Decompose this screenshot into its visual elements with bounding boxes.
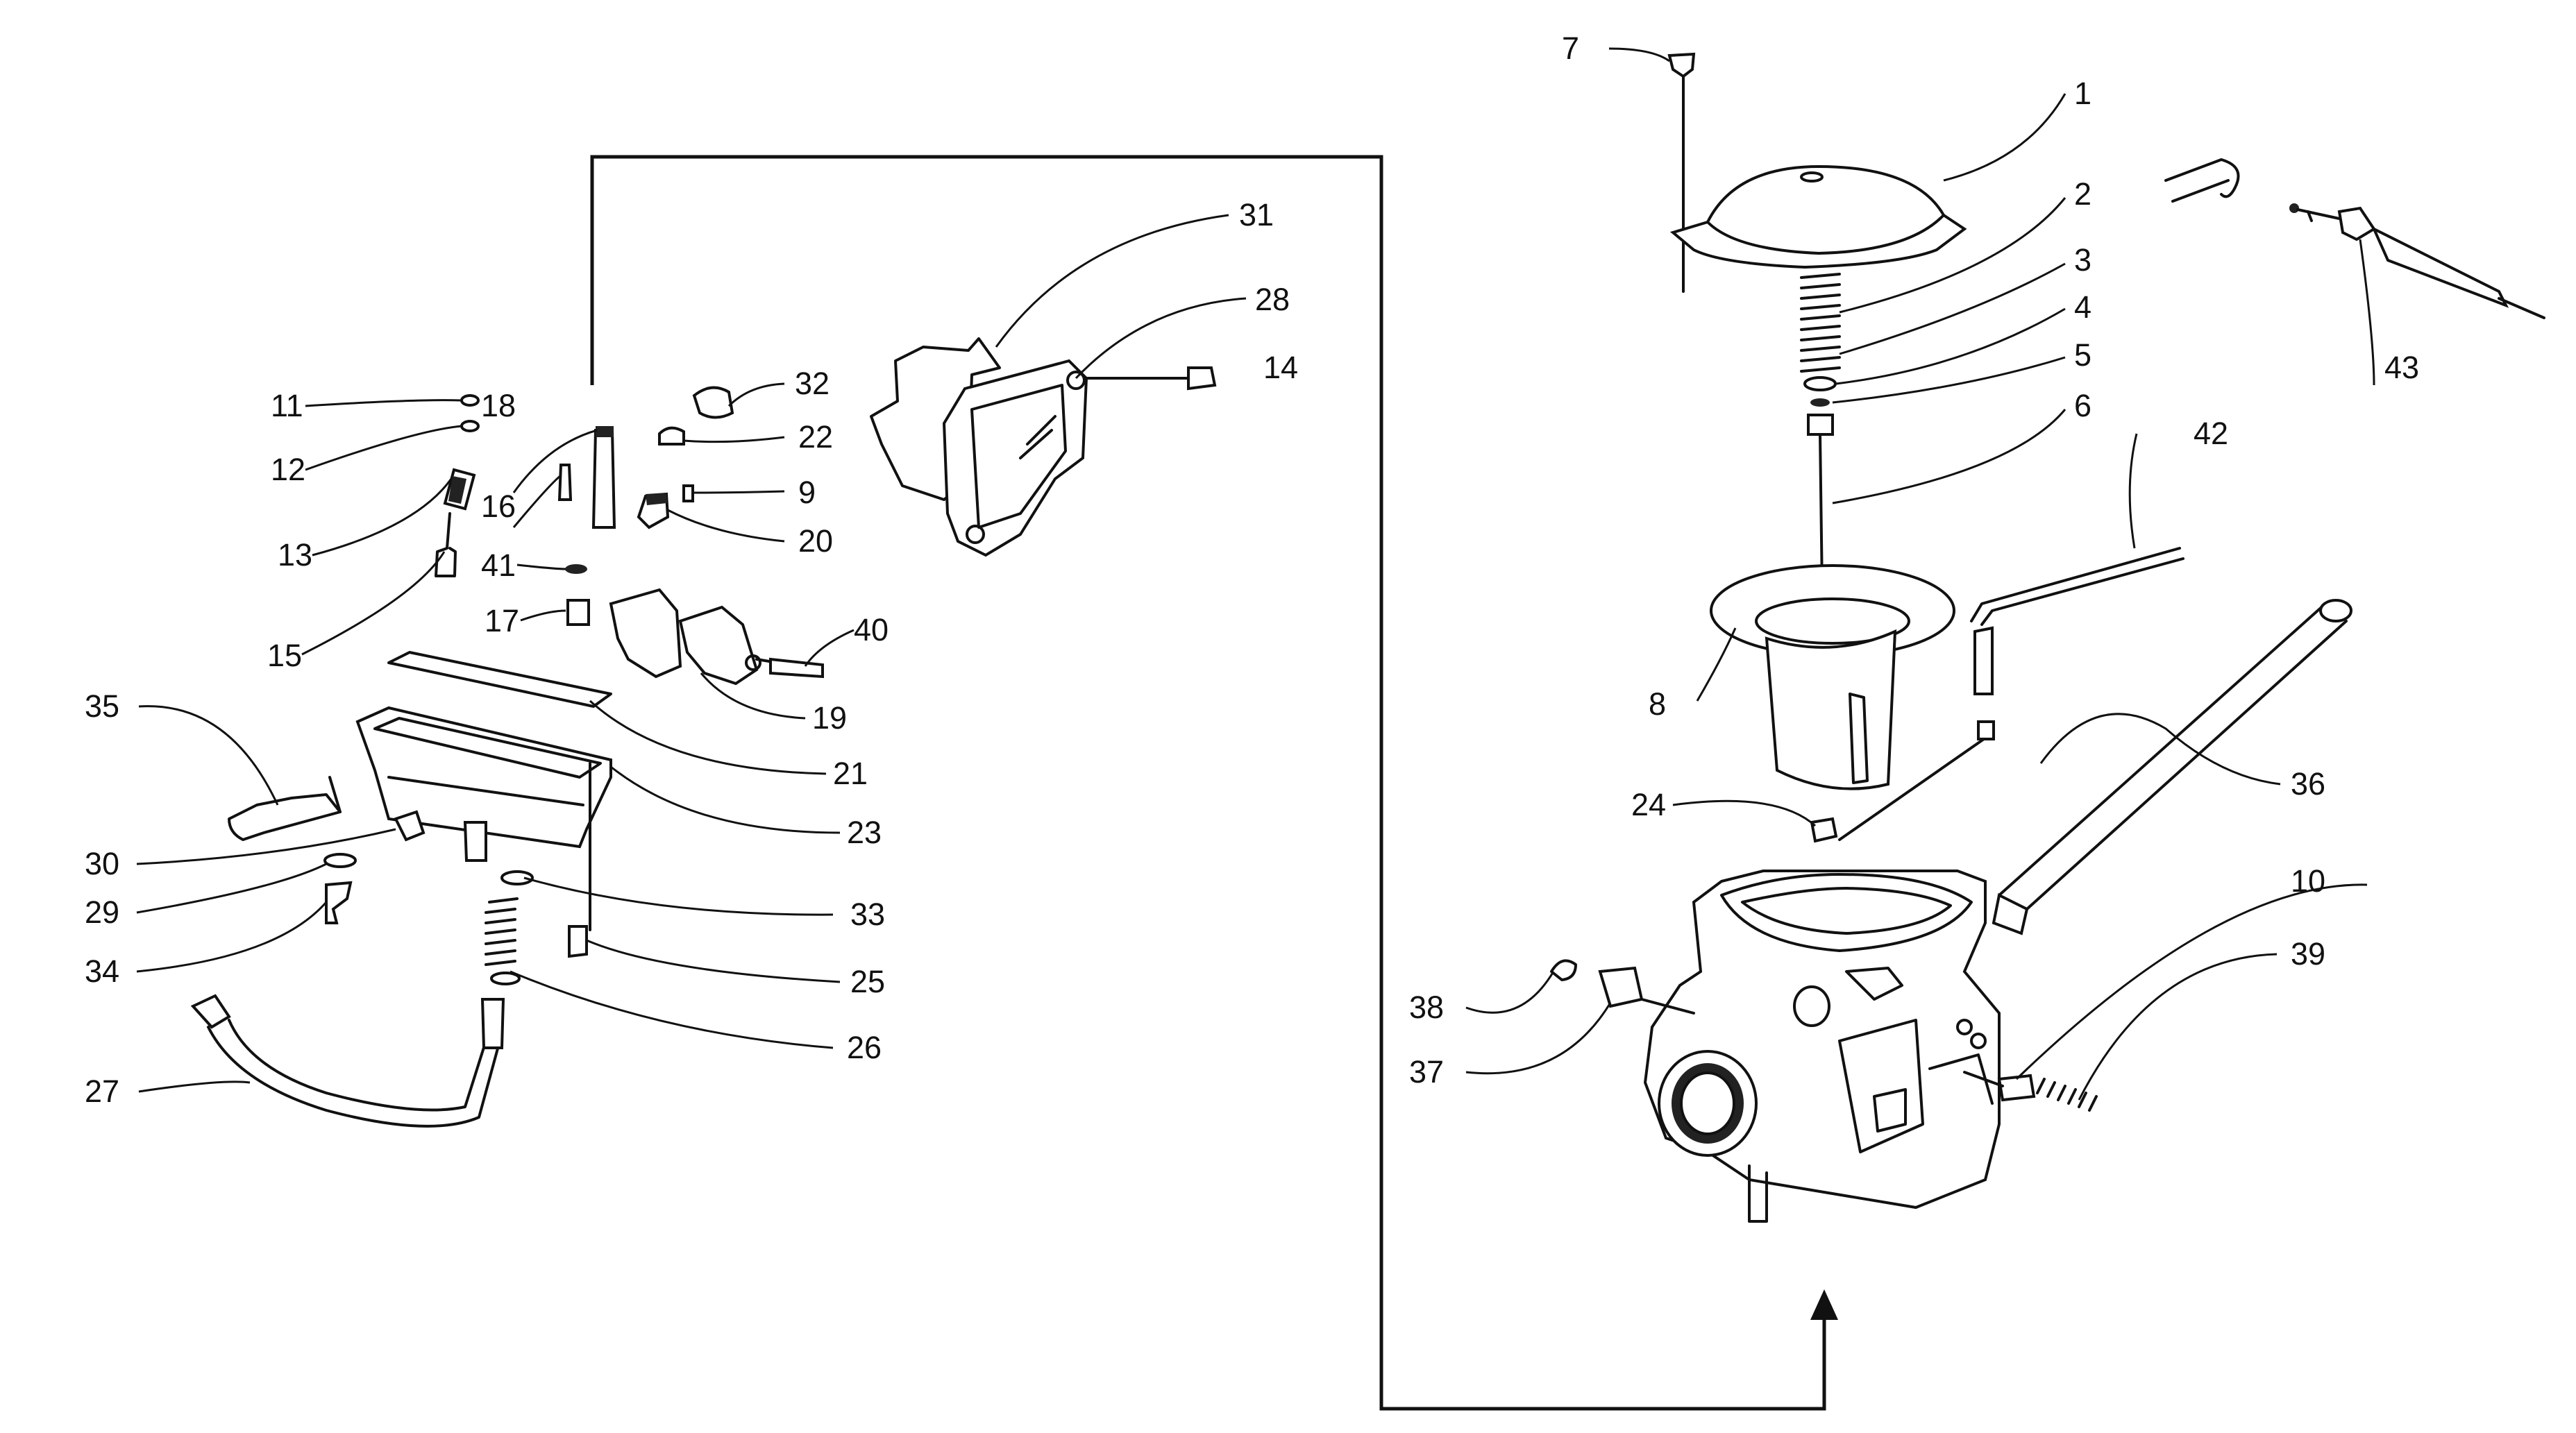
part-label: 39 [2291,936,2325,972]
part-label: 1 [2074,76,2091,111]
carburetor-body [1643,870,2001,1223]
part-label: 26 [847,1030,882,1065]
part-label: 34 [85,953,119,989]
cable-43 [2164,158,2545,319]
drain-hose-27 [190,994,505,1128]
part-label: 31 [1239,197,1274,232]
leader-lines [136,47,2375,1101]
part-label: 4 [2074,289,2091,325]
carburetor-body-group [1550,52,2545,1223]
screw-14 [1085,366,1217,391]
float-bowl-23 [355,706,612,931]
part-label: 9 [798,475,816,510]
gasket-31 [870,337,1001,501]
part-label: 33 [850,897,885,932]
part-label: 41 [481,548,516,583]
arrow-up-icon [1810,1289,1838,1320]
part-label: 25 [850,964,885,999]
part-label: 11 [271,388,303,423]
part-label: 43 [2384,350,2419,385]
part-label: 19 [812,700,847,736]
part-label: 20 [798,523,833,559]
bracket-35 [228,776,342,841]
fittings-32-22-9-20 [637,386,734,529]
choke-cable-42 [1838,547,2184,841]
part-label: 18 [481,388,516,423]
part-label: 36 [2291,766,2325,802]
part-label: 2 [2074,176,2091,212]
part-label: 6 [2074,388,2091,423]
part-label: 38 [1409,990,1444,1025]
part-label: 21 [833,756,868,791]
part-label: 7 [1562,31,1579,66]
part-label: 24 [1631,787,1666,822]
part-label: 13 [278,537,312,573]
idle-parts-37-38 [1550,959,1695,1015]
top-cover-1 [1669,164,1967,269]
part-label: 28 [1255,282,1290,317]
part-label: 37 [1409,1054,1444,1089]
part-label: 10 [2291,863,2325,899]
part-label: 40 [854,612,889,647]
part-label: 23 [847,815,882,850]
bowl-gasket-21 [387,651,612,708]
part-label: 5 [2074,337,2091,373]
part-label: 29 [85,894,119,930]
part-label: 14 [1263,350,1298,385]
part-label: 27 [85,1074,119,1109]
part-label: 16 [481,489,516,524]
plug-24 [1810,817,1838,843]
part-label: 22 [798,419,833,455]
part-label: 30 [85,846,119,881]
vent-hose-36 [1992,599,2352,935]
float-bowl-group [190,337,1217,1128]
part-label: 17 [485,603,519,638]
part-label: 15 [267,638,302,673]
part-number-labels: 1 2 3 4 5 6 7 8 9 10 11 12 13 14 15 16 1… [85,31,2419,1109]
float-chamber-cover-28 [942,359,1088,557]
float-19 [609,588,824,686]
part-label: 42 [2194,416,2228,451]
part-label: 12 [271,452,305,487]
part-label: 35 [85,688,119,724]
diaphragm-slide-8 [1710,564,1955,790]
washers-screws-springs [323,853,588,985]
part-label: 8 [1649,686,1666,722]
screw-7 [1667,52,1696,293]
part-label: 3 [2074,242,2091,278]
spring-and-clips-2-6 [1800,273,1841,591]
part-label: 32 [795,366,830,401]
assembly-connector-frame [590,155,1838,1411]
jet-parts-column [435,394,616,626]
